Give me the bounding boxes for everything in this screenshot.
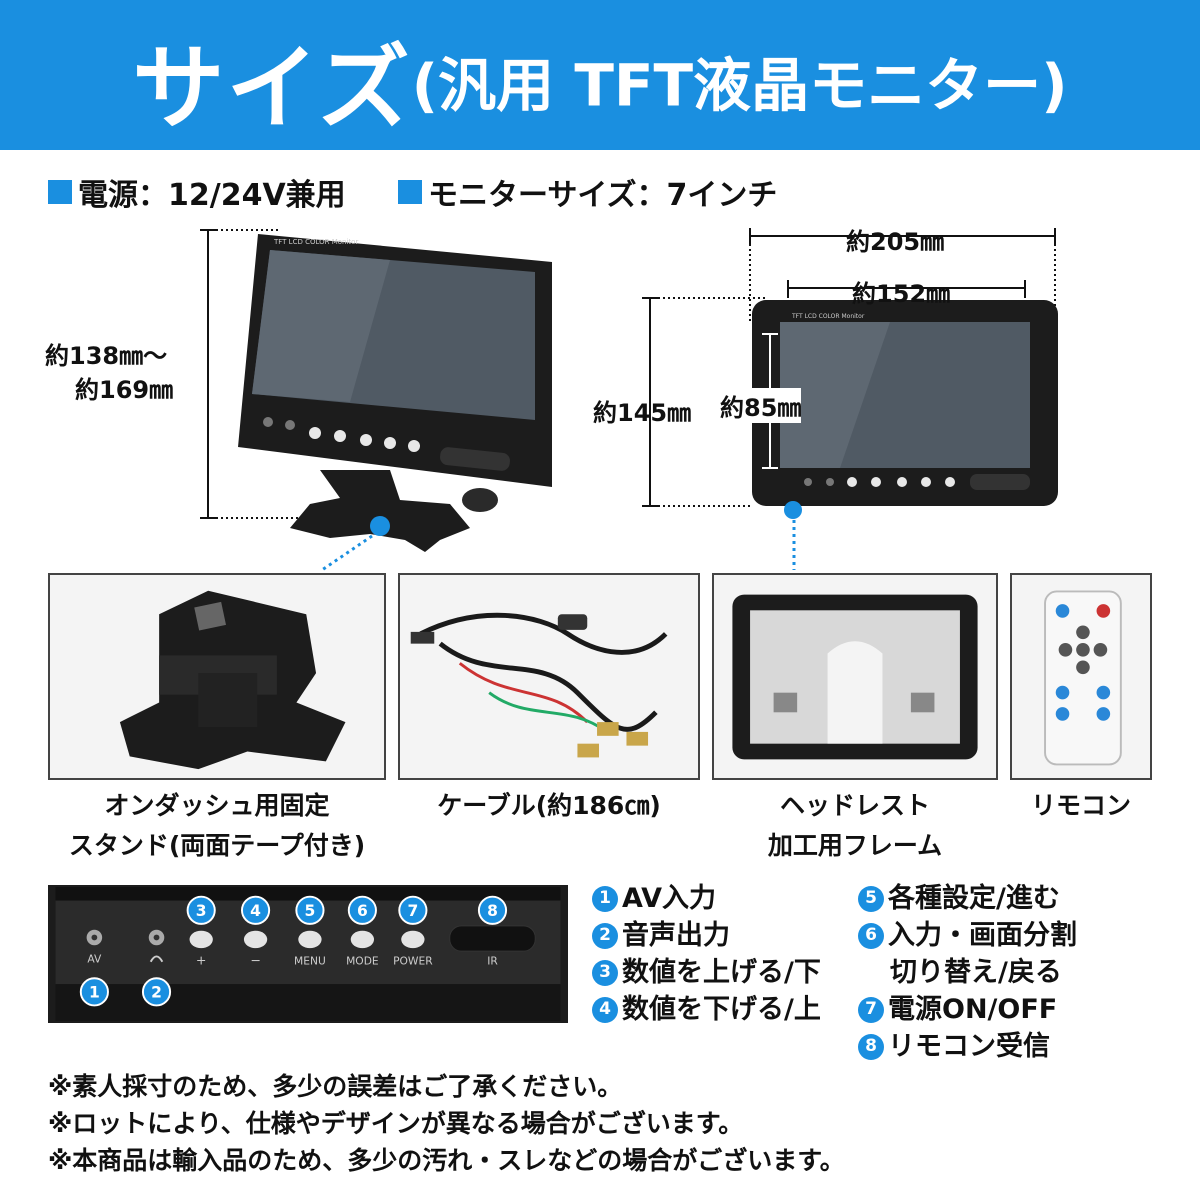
dim-width-outer: 約205㎜ <box>846 228 945 256</box>
frame-image <box>732 594 978 760</box>
dim-height-outer: 約145㎜ <box>593 399 692 427</box>
cable-image <box>410 612 668 758</box>
svg-text:1: 1 <box>89 984 100 1002</box>
spec-power-text: 電源：12/24V兼用 <box>78 178 346 213</box>
title-sub: (汎用 TFT液晶モニター) <box>411 51 1068 120</box>
spec-monitor-size-text: モニターサイズ：7インチ <box>428 178 778 213</box>
svg-text:−: − <box>250 953 261 968</box>
dim-height-screen: 約85㎜ <box>720 388 802 423</box>
svg-text:8: 8 <box>487 902 498 920</box>
notes: ※素人採寸のため、多少の誤差はご了承ください。 ※ロットにより、仕様やデザインが… <box>48 1068 845 1179</box>
svg-text:AV: AV <box>87 953 102 966</box>
panel-image: AV + − MENU MODE POWER IR 1 2 3 4 5 6 7 … <box>55 887 561 1021</box>
caption-stand: オンダッシュ用固定 スタンド(両面テープ付き) <box>68 791 366 860</box>
svg-text:MODE: MODE <box>346 955 379 968</box>
monitor-frame-diagram: TFT LCD COLOR Monitor <box>642 228 1058 519</box>
spec-power: 電源：12/24V兼用 <box>48 170 346 214</box>
svg-text:5: 5 <box>305 902 316 920</box>
button-panel-closeup: AV + − MENU MODE POWER IR 1 2 3 4 5 6 7 … <box>48 885 568 1023</box>
page-title: サイズ(汎用 TFT液晶モニター) <box>0 14 1200 147</box>
dim-width-screen: 約152㎜ <box>852 280 951 308</box>
note-line: ※素人採寸のため、多少の誤差はご了承ください。 <box>48 1072 623 1101</box>
svg-text:+: + <box>196 953 207 968</box>
title-main: サイズ <box>132 35 412 142</box>
square-bullet-icon <box>398 180 422 204</box>
svg-text:MENU: MENU <box>294 955 326 968</box>
svg-text:4: 4 <box>250 902 261 920</box>
photo-headrest-frame <box>712 573 998 780</box>
photo-stand <box>48 573 386 780</box>
dim-height-stand-1: 約138㎜～ <box>45 342 168 370</box>
dim-height-stand-2: 約169㎜ <box>75 376 174 404</box>
caption-cable: ケーブル(約186㎝) <box>437 791 661 820</box>
stand-image <box>119 590 346 770</box>
svg-text:TFT LCD COLOR Monitor: TFT LCD COLOR Monitor <box>791 313 865 320</box>
svg-text:7: 7 <box>407 902 418 920</box>
legend-item-continued: 切り替え/戻る <box>890 957 1062 988</box>
svg-text:3: 3 <box>196 902 207 920</box>
remote-image <box>1044 590 1122 766</box>
header-banner: サイズ(汎用 TFT液晶モニター) <box>0 0 1200 150</box>
connector-lines <box>321 520 796 572</box>
svg-text:IR: IR <box>487 955 498 968</box>
photo-remote <box>1010 573 1152 780</box>
note-line: ※ロットにより、仕様やデザインが異なる場合がございます。 <box>48 1109 744 1138</box>
svg-text:POWER: POWER <box>393 955 433 968</box>
caption-remote: リモコン <box>1030 791 1131 820</box>
note-line: ※本商品は輸入品のため、多少の汚れ・スレなどの場合がございます。 <box>48 1146 845 1175</box>
spec-monitor-size: モニターサイズ：7インチ <box>398 170 777 214</box>
square-bullet-icon <box>48 180 72 204</box>
monitor-front-diagram: TFT LCD COLOR Monitor <box>200 229 552 552</box>
svg-text:6: 6 <box>357 902 368 920</box>
svg-text:TFT LCD COLOR Monitor: TFT LCD COLOR Monitor <box>273 238 358 246</box>
svg-text:2: 2 <box>151 984 162 1002</box>
photo-cable <box>398 573 700 780</box>
caption-headrest-frame: ヘッドレスト 加工用フレーム <box>767 791 943 860</box>
